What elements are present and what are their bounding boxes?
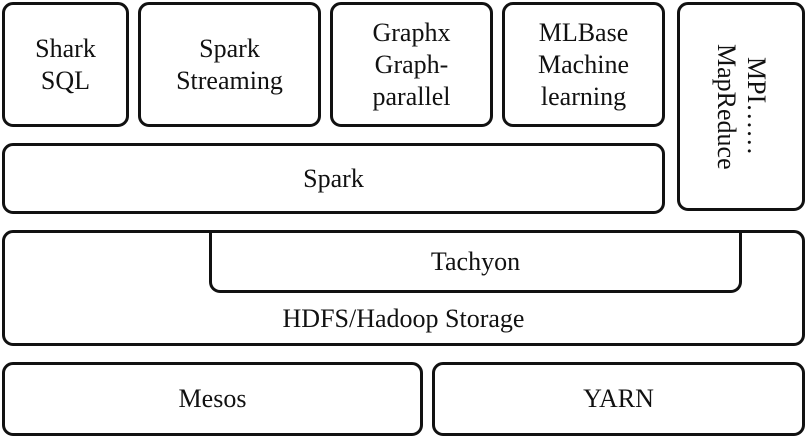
tachyon-label: Tachyon — [430, 246, 521, 276]
graphx-box: Graphx Graph- parallel — [330, 2, 493, 127]
hdfs-label: HDFS/Hadoop Storage — [282, 304, 525, 333]
box-label-line: learning — [540, 81, 627, 111]
box-label-line: parallel — [372, 81, 451, 111]
box-label-line: MPI…… — [742, 57, 771, 156]
spark-label: Spark — [303, 163, 364, 193]
mesos-label: Mesos — [178, 384, 247, 413]
mlbase-box: MLBase Machine learning — [502, 2, 665, 127]
box-label-line: Graph- — [374, 49, 449, 79]
box-label-line: Streaming — [176, 65, 283, 95]
box-label-line: Graphx — [372, 17, 451, 47]
box-label-line: Shark — [35, 33, 96, 63]
box-label-line: Machine — [538, 49, 629, 79]
mpi-mapreduce-box: MPI…… MapReduce — [677, 2, 805, 211]
box-label-line: MapReduce — [712, 43, 741, 170]
yarn-label: YARN — [583, 384, 654, 413]
spark-streaming-box: Spark Streaming — [138, 2, 321, 127]
tachyon-box: Tachyon — [209, 233, 742, 293]
mesos-box: Mesos — [2, 362, 423, 436]
box-label-line: SQL — [40, 65, 91, 95]
yarn-box: YARN — [432, 362, 805, 436]
spark-box: Spark — [2, 143, 665, 214]
box-label-line: MLBase — [538, 17, 629, 47]
box-label-line: Spark — [199, 33, 260, 63]
shark-sql-box: Shark SQL — [2, 2, 129, 127]
